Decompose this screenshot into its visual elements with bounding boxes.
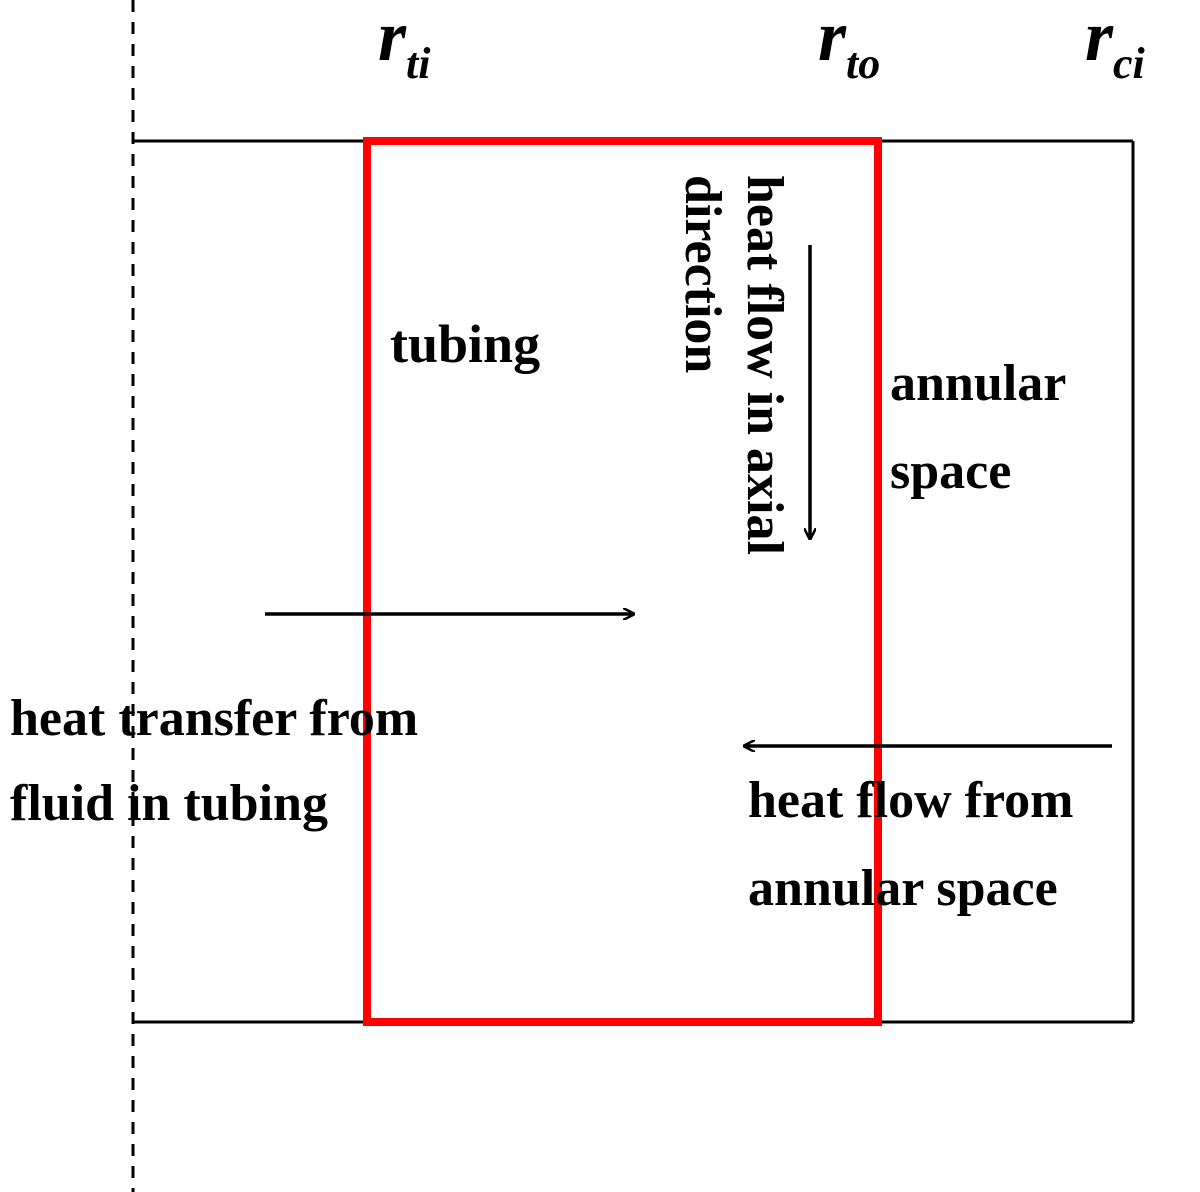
label-axial-flow-line1: heat flow in axial	[736, 175, 793, 555]
label-heat-flow-annular-line2: annular space	[748, 860, 1058, 917]
label-heat-transfer-line1: heat transfer from	[10, 690, 418, 747]
label-annular-space-line1: annular	[890, 355, 1066, 412]
label-heat-transfer-line2: fluid in tubing	[10, 775, 328, 832]
label-r-ti: rti	[378, 0, 431, 88]
tubing-control-volume	[363, 137, 882, 1026]
label-heat-flow-annular-line1: heat flow from	[748, 772, 1073, 829]
label-tubing: tubing	[390, 314, 540, 374]
label-r-ci: rci	[1085, 0, 1146, 88]
label-annular-space-line2: space	[890, 443, 1011, 500]
label-axial-flow-line2: direction	[674, 175, 731, 373]
label-r-to: rto	[818, 0, 880, 88]
